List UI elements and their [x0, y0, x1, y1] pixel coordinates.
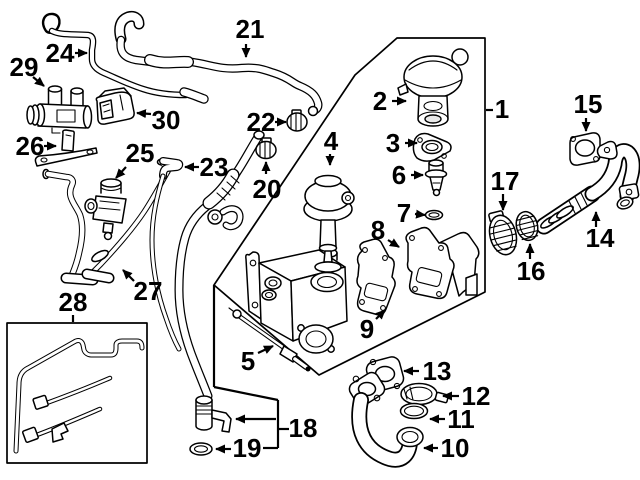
callout-26: 26: [16, 131, 57, 161]
callout-label-30: 30: [152, 105, 181, 135]
part-5-temperature-sensor: [228, 307, 311, 372]
part-6-sensor: [424, 159, 448, 197]
part-2-egr-valve: [397, 48, 469, 127]
part-21-hose: [114, 10, 323, 117]
part-10-egr-pipe: [348, 371, 424, 468]
callout-label-22: 22: [247, 107, 276, 137]
part-11-o-ring: [399, 402, 429, 420]
callout-8: 8: [371, 215, 400, 248]
part-4-vacuum-actuator: [303, 174, 355, 273]
callout-label-7: 7: [397, 198, 411, 228]
part-20-clamp: [255, 137, 277, 160]
part-19-o-ring: [189, 442, 213, 456]
callout-label-12: 12: [462, 381, 491, 411]
callout-label-10: 10: [441, 433, 470, 463]
part-15-gasket: [569, 132, 601, 166]
callout-24: 24: [46, 38, 88, 68]
callout-label-4: 4: [324, 126, 339, 156]
callout-label-15: 15: [574, 89, 603, 119]
callout-3: 3: [386, 128, 418, 158]
part-28-harness-kit: [6, 322, 148, 464]
callout-18: 18: [212, 285, 318, 450]
callout-21: 21: [236, 14, 265, 58]
part-14-egr-tube: [535, 140, 640, 235]
callout-20: 20: [253, 161, 282, 204]
callout-label-28: 28: [59, 287, 88, 317]
callout-29: 29: [10, 52, 45, 87]
callout-30: 30: [136, 105, 181, 135]
callout-label-2: 2: [373, 86, 387, 116]
part-12-clamp: [400, 382, 450, 406]
part-16-clamp: [515, 210, 539, 242]
part-26-bracket: [34, 129, 98, 167]
part-23-hose: [149, 130, 265, 401]
part-22-clamp: [286, 109, 308, 132]
callout-13: 13: [403, 356, 452, 386]
callout-28: 28: [59, 287, 88, 322]
callout-label-11: 11: [447, 404, 475, 434]
callout-22: 22: [247, 107, 287, 137]
callout-layer: 1234567891011121314151617181920212223242…: [10, 14, 615, 463]
callout-6: 6: [392, 160, 424, 190]
callout-label-5: 5: [241, 346, 255, 376]
callout-label-26: 26: [16, 131, 45, 161]
callout-16: 16: [517, 243, 546, 286]
callout-4: 4: [324, 126, 339, 166]
callout-27: 27: [122, 269, 163, 306]
part-18-valve: [195, 395, 232, 433]
callout-label-29: 29: [10, 52, 39, 82]
callout-10: 10: [423, 433, 470, 463]
callout-label-24: 24: [46, 38, 75, 68]
callout-label-25: 25: [126, 138, 155, 168]
part-9-gasket: [356, 238, 396, 316]
callout-2: 2: [373, 86, 407, 116]
callout-5: 5: [241, 345, 274, 376]
part-1-assembly-box: [213, 37, 486, 376]
part-29-solenoid-valve: [26, 85, 93, 134]
callout-label-1: 1: [495, 94, 509, 124]
callout-15: 15: [574, 89, 603, 132]
callout-label-23: 23: [200, 152, 229, 182]
callout-19: 19: [215, 433, 262, 463]
callout-11: 11: [429, 404, 475, 434]
callout-label-6: 6: [392, 160, 406, 190]
part-3-egr-valve-gasket: [412, 132, 452, 162]
callout-label-8: 8: [371, 215, 385, 245]
callout-14: 14: [586, 211, 615, 253]
part-17-clamp: [488, 210, 518, 256]
callout-25: 25: [115, 138, 155, 179]
part-30-connector: [95, 87, 135, 125]
callout-label-14: 14: [586, 223, 615, 253]
callout-label-3: 3: [386, 128, 400, 158]
callout-label-27: 27: [134, 276, 163, 306]
callout-label-19: 19: [233, 433, 262, 463]
part-25-solenoid-valve: [84, 178, 127, 241]
callout-label-18: 18: [289, 413, 318, 443]
callout-label-21: 21: [236, 14, 265, 44]
callout-17: 17: [491, 166, 520, 211]
callout-7: 7: [397, 198, 426, 228]
callout-label-16: 16: [517, 256, 546, 286]
part-7-o-ring: [424, 209, 444, 221]
callout-1: 1: [486, 94, 509, 124]
callout-label-20: 20: [253, 174, 282, 204]
callout-12: 12: [442, 381, 491, 411]
callout-9: 9: [360, 309, 386, 344]
part-24-hose: [42, 12, 209, 104]
callout-label-17: 17: [491, 166, 520, 196]
callout-label-9: 9: [360, 314, 374, 344]
callout-label-13: 13: [423, 356, 452, 386]
callout-23: 23: [184, 152, 229, 182]
part-8-mounting-bracket: [405, 226, 480, 300]
